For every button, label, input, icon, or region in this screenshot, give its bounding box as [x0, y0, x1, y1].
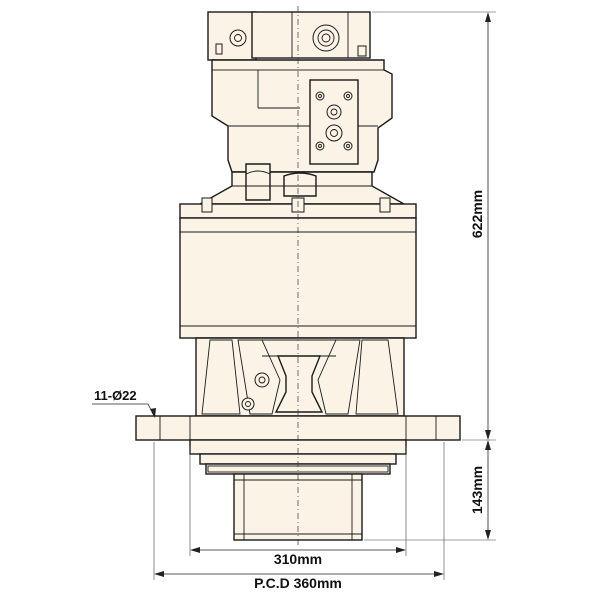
relief-valve-block — [309, 79, 359, 165]
dimension-pcd: P.C.D 360mm — [153, 442, 445, 591]
dimension-width-pilot: 310mm — [189, 446, 407, 567]
grease-fitting-icon — [241, 372, 270, 411]
height-lower-label: 143mm — [469, 466, 485, 514]
width-pilot-label: 310mm — [274, 551, 322, 567]
pcd-label: P.C.D 360mm — [254, 575, 342, 591]
fitting-icon — [229, 29, 247, 47]
valve-port-icon — [312, 24, 340, 52]
height-total-label: 622mm — [469, 190, 485, 238]
bolt-holes-label: 11-Ø22 — [94, 388, 137, 403]
gear-housing — [179, 197, 417, 339]
bolt-hole-callout: 11-Ø22 — [92, 388, 156, 418]
dimension-height-lower: 143mm — [364, 440, 496, 541]
lower-housing — [195, 337, 405, 417]
dimension-height-total: 622mm — [372, 11, 496, 441]
hydraulic-motor — [197, 11, 407, 205]
